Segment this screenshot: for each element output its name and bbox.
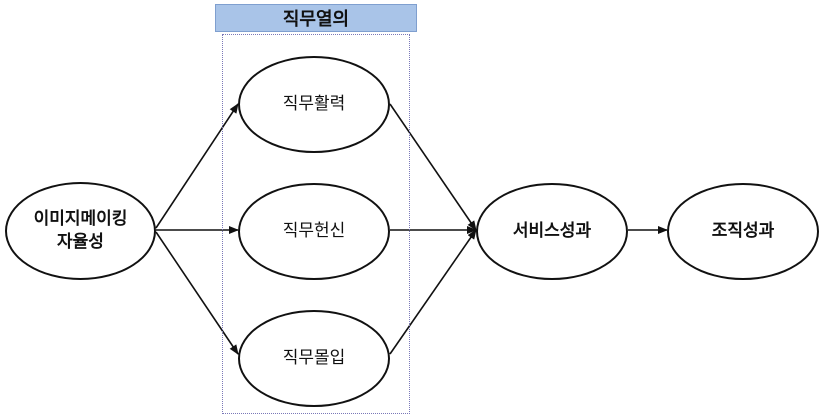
node-service-performance: 서비스성과 [476,183,628,280]
node-image-making-autonomy: 이미지메이킹 자율성 [5,182,156,280]
node-job-dedication: 직무헌신 [238,183,390,280]
job-engagement-group-title: 직무열의 [215,4,417,32]
node-job-vigor: 직무활력 [238,56,390,153]
node-image-making-autonomy-line1: 이미지메이킹 [33,209,128,230]
arrow-autonomy-to-vigor [155,103,239,229]
node-image-making-autonomy-label: 이미지메이킹 자율성 [34,208,128,254]
node-job-absorption: 직무몰입 [238,310,390,407]
arrow-vigor-to-service [389,103,477,231]
node-organizational-performance: 조직성과 [667,183,819,280]
job-engagement-group-box [222,34,410,414]
arrow-autonomy-to-absorption [155,231,239,355]
arrow-absorption-to-service [389,229,477,355]
node-image-making-autonomy-line2: 자율성 [57,232,104,252]
